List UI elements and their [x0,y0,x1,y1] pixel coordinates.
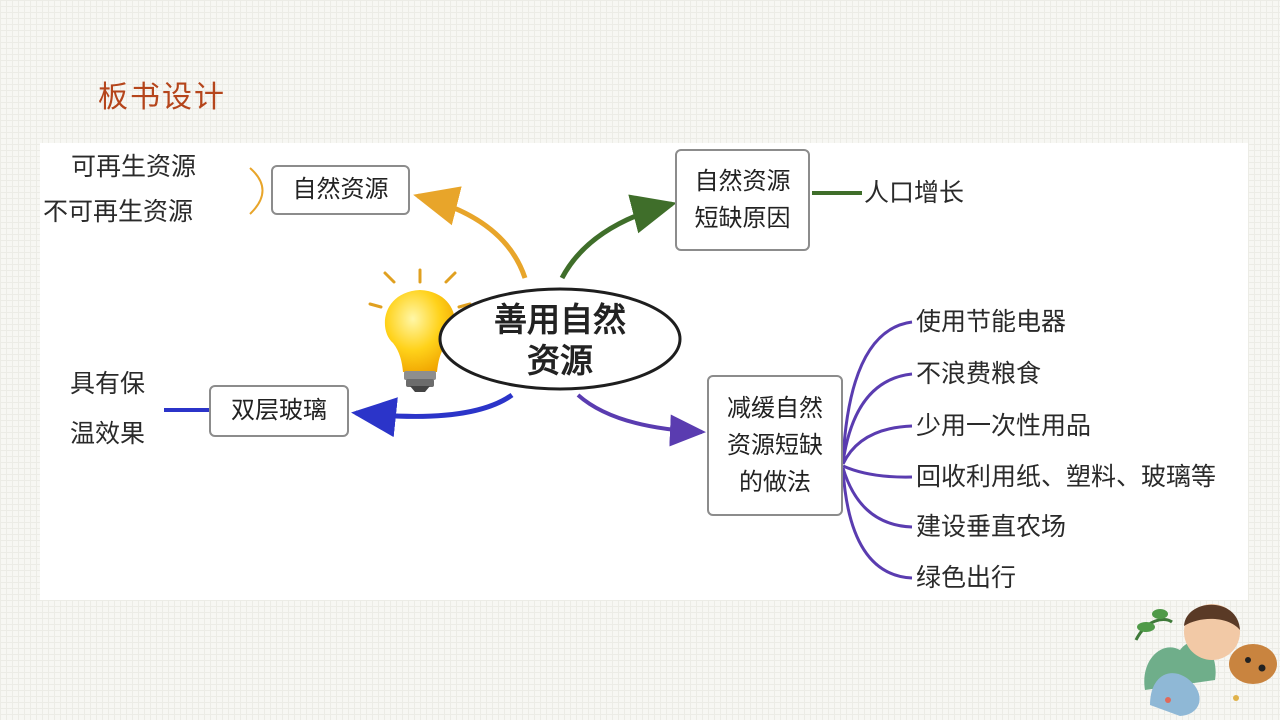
branch-natural-resources [413,186,528,279]
resource-bracket [249,167,264,215]
mitigation-item: 使用节能电器 [916,307,1067,336]
child-dog-sticker [1134,604,1277,716]
double-glass-label: 双层玻璃 [231,396,327,425]
mitigation-line1: 减缓自然 [727,393,823,422]
nonrenewable-resources: 不可再生资源 [43,197,194,226]
light-bulb-icon [368,268,472,392]
mitigation-item: 少用一次性用品 [916,411,1092,440]
mitigation-item: 建设垂直农场 [916,512,1067,541]
mitigation-item: 回收利用纸、塑料、玻璃等 [916,462,1217,491]
double-glass-box: 双层玻璃 [209,385,349,437]
mitigation-item: 绿色出行 [916,563,1017,592]
mitigation-box: 减缓自然 资源短缺 的做法 [707,375,843,516]
page-title: 板书设计 [98,80,226,115]
natural-resources-label: 自然资源 [292,175,389,204]
branch-shortage-causes [559,194,677,280]
shortage-causes-box: 自然资源 短缺原因 [675,149,810,251]
center-ellipse [438,287,682,391]
renewable-resources: 可再生资源 [71,152,197,181]
shortage-causes-line2: 短缺原因 [694,204,791,232]
center-topic: 善用自然 资源 [440,292,680,388]
insulation-note-line1: 具有保 [70,369,146,398]
shortage-causes-line1: 自然资源 [694,166,791,195]
center-topic-line2: 资源 [527,341,593,380]
insulation-note-line2: 温效果 [70,419,146,448]
population-growth: 人口增长 [864,178,965,207]
center-topic-line1: 善用自然 [494,299,626,339]
mitigation-item: 不浪费粮食 [916,359,1042,388]
mitigation-fan [841,320,913,580]
mitigation-line2: 资源短缺 [727,430,823,459]
branch-double-glass [351,392,514,438]
branch-mitigation [576,393,706,447]
mitigation-line3: 的做法 [739,468,811,497]
natural-resources-box: 自然资源 [271,165,410,215]
